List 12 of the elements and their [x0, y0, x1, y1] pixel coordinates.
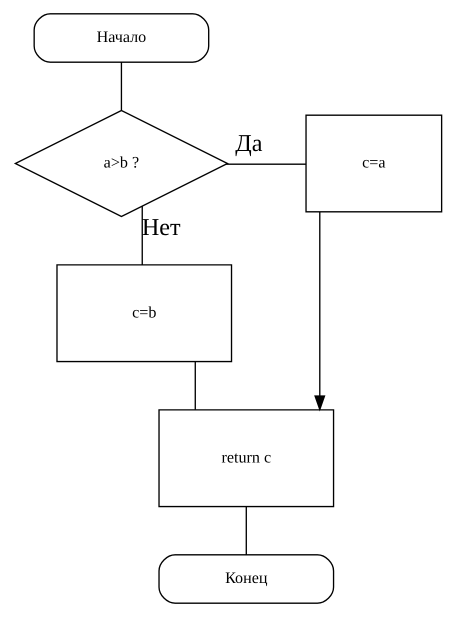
edge-label: Да: [235, 130, 263, 158]
node-box: c=b: [56, 264, 232, 362]
connector: [226, 164, 306, 165]
connector: [120, 62, 122, 110]
arrow: [314, 212, 326, 412]
node-box: Конец: [158, 554, 334, 604]
connector: [194, 362, 196, 410]
node-box: Начало: [34, 13, 210, 63]
node-diamond: a>b ?: [14, 110, 229, 218]
node-box: c=a: [305, 114, 442, 212]
connector: [246, 506, 247, 555]
node-box: return c: [158, 409, 334, 508]
